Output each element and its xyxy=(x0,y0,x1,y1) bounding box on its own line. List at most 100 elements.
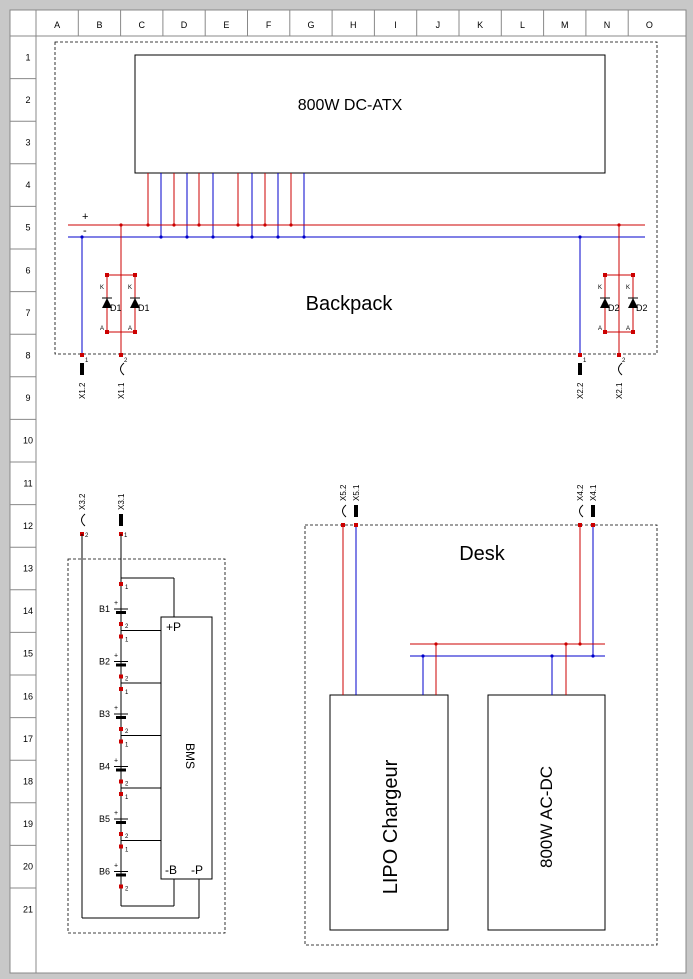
row-label-6: 6 xyxy=(25,265,30,275)
cell-label: B2 xyxy=(99,657,110,667)
connector-female-icon xyxy=(342,504,347,518)
column-label-G: G xyxy=(307,20,314,30)
connector-label: X4.1 xyxy=(589,484,598,501)
cell-plate-negative xyxy=(116,611,126,614)
connector-male-icon xyxy=(119,514,123,526)
cell-plus: + xyxy=(114,705,118,712)
column-label-H: H xyxy=(350,20,357,30)
column-label-N: N xyxy=(604,20,611,30)
row-label-18: 18 xyxy=(23,777,33,787)
charger-box xyxy=(329,694,449,931)
diode-pin xyxy=(133,273,137,277)
row-label-14: 14 xyxy=(23,606,33,616)
bus-junction xyxy=(591,654,595,658)
bus-junction xyxy=(434,642,438,646)
bus-junction xyxy=(289,223,293,227)
row-label-17: 17 xyxy=(23,734,33,744)
cell-pin xyxy=(119,582,123,586)
bus-junction xyxy=(197,223,201,227)
cell-pin xyxy=(119,739,123,744)
pin-number: 1 xyxy=(125,795,129,801)
column-label-D: D xyxy=(181,20,188,30)
atx-output-wires xyxy=(147,173,305,237)
row-label-3: 3 xyxy=(25,138,30,148)
pin-k-label: K xyxy=(100,285,104,291)
diode-label: D2 xyxy=(636,303,648,313)
row-label-15: 15 xyxy=(23,649,33,659)
cell-label: B3 xyxy=(99,709,110,719)
cell-pin xyxy=(119,844,123,849)
diode-icon xyxy=(130,298,140,308)
diode-label: D1 xyxy=(138,303,150,313)
connector-pin xyxy=(578,353,582,357)
pin-k-label: K xyxy=(128,285,132,291)
column-ruler-bg xyxy=(9,9,687,37)
cell-label: B6 xyxy=(99,867,110,877)
connector-pin xyxy=(591,523,595,527)
diode-pin xyxy=(105,330,109,334)
bus-junction xyxy=(564,642,568,646)
cell-pin xyxy=(119,687,123,691)
pin-number: 1 xyxy=(125,638,129,644)
connector-label: X5.1 xyxy=(352,484,361,501)
diode-pin xyxy=(603,273,607,277)
cell-plate-negative xyxy=(116,716,126,719)
cell-pin xyxy=(119,779,123,784)
bus-junction xyxy=(236,223,240,227)
cell-label: B4 xyxy=(99,762,110,772)
backpack-title: Backpack xyxy=(306,293,394,315)
connector-male-icon xyxy=(591,505,595,517)
connector-female-icon xyxy=(120,362,125,376)
pin-a-label: A xyxy=(626,326,630,332)
cell-plus: + xyxy=(114,653,118,660)
diode-pin xyxy=(105,273,109,277)
acdc-label: 800W AC-DC xyxy=(537,766,556,868)
cell-label: B1 xyxy=(99,604,110,614)
cell-plus: + xyxy=(114,810,118,817)
column-label-C: C xyxy=(139,20,146,30)
desk-frame xyxy=(304,524,658,946)
diode-pin xyxy=(133,330,137,334)
pin-number: 2 xyxy=(85,533,89,539)
connector-label: X5.2 xyxy=(339,484,348,501)
pin-number: 2 xyxy=(124,358,128,364)
row-label-5: 5 xyxy=(25,223,30,233)
bms-plus-p: +P xyxy=(166,620,181,634)
row-label-10: 10 xyxy=(23,436,33,446)
column-label-F: F xyxy=(266,20,272,30)
connector-pin xyxy=(578,523,582,527)
pin-number: 2 xyxy=(125,834,129,840)
backpack-frame xyxy=(54,41,658,355)
diode-pin xyxy=(631,273,635,277)
plus-label: + xyxy=(82,211,88,223)
row-label-19: 19 xyxy=(23,819,33,829)
pin-k-label: K xyxy=(598,285,602,291)
atx-box xyxy=(134,54,606,174)
bus-junction xyxy=(263,223,267,227)
row-label-4: 4 xyxy=(25,180,30,190)
acdc-box xyxy=(487,694,606,931)
connector-label: X3.2 xyxy=(78,493,87,510)
connector-label: X2.2 xyxy=(576,382,585,399)
row-label-9: 9 xyxy=(25,393,30,403)
row-label-2: 2 xyxy=(25,95,30,105)
row-label-13: 13 xyxy=(23,564,33,574)
cell-plate-negative xyxy=(116,768,126,772)
bus-junction xyxy=(159,235,163,239)
pin-number: 2 xyxy=(125,729,129,735)
bms-label: BMS xyxy=(183,743,197,769)
cell-pin xyxy=(119,634,123,639)
pin-a-label: A xyxy=(100,326,104,332)
row-label-16: 16 xyxy=(23,691,33,701)
pin-number: 2 xyxy=(125,624,129,630)
row-label-21: 21 xyxy=(23,904,33,914)
bus-junction xyxy=(211,235,215,239)
cell-plate-negative xyxy=(116,821,126,824)
connector-female-icon xyxy=(81,513,86,527)
connector-pin xyxy=(341,523,345,527)
